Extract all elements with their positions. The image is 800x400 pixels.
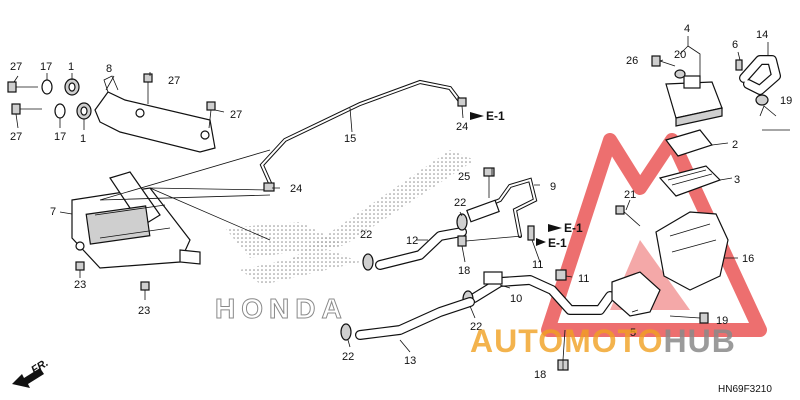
automotohub-watermark-part2: HUB [663, 323, 735, 359]
hose-12 [375, 227, 467, 270]
leader-lines [13, 36, 790, 370]
vent-tube-15 [259, 79, 464, 185]
callout-18-b: 18 [534, 369, 546, 381]
callout-labels: 27 17 1 27 17 1 8 27 27 7 23 23 15 24 24… [10, 23, 792, 381]
callout-25: 25 [458, 171, 470, 183]
filter-housing-4 [665, 75, 723, 127]
nut-23-left [75, 261, 85, 271]
valve-assembly-7 [71, 171, 201, 269]
callout-9: 9 [550, 181, 556, 193]
automotohub-watermark-part1: AUTOMOTO [470, 323, 663, 359]
callout-4: 4 [684, 23, 690, 35]
automotohub-watermark: AUTOMOTOHUB [470, 323, 736, 359]
callout-11-a: 11 [532, 259, 543, 271]
callout-19-a: 19 [780, 95, 792, 107]
callout-22-d: 22 [342, 351, 354, 363]
nut-23-right [140, 281, 150, 291]
front-direction-arrow [12, 368, 44, 388]
callout-7: 7 [50, 206, 56, 218]
callout-6: 6 [732, 39, 738, 51]
bolt-27-top [7, 81, 38, 93]
callout-18-a: 18 [458, 265, 470, 277]
reference-label-lower: E-1 [548, 236, 567, 250]
washer-17-bottom [54, 103, 66, 119]
callout-27-b: 27 [10, 131, 22, 143]
clip-24-lower [263, 182, 275, 192]
callout-27-a: 27 [10, 61, 22, 73]
honda-wing-watermark [225, 150, 475, 285]
grommet-1-top [64, 78, 80, 96]
clamp-22-joint [456, 213, 468, 231]
washer-20 [674, 69, 686, 79]
clamp-22-hose13 [340, 323, 352, 341]
hose-10 [469, 271, 615, 315]
screw-21 [615, 205, 641, 227]
callout-2: 2 [732, 139, 738, 151]
hose-13 [355, 297, 475, 340]
bolt-27-bracket-a [143, 73, 153, 104]
callout-11-b: 11 [578, 273, 589, 285]
callout-15: 15 [344, 133, 356, 145]
callout-17-b: 17 [54, 131, 66, 143]
bolt-18-joint [457, 235, 523, 247]
callout-20: 20 [674, 49, 686, 61]
callout-24-b: 24 [290, 183, 302, 195]
callout-23-b: 23 [138, 305, 150, 317]
grommet-1-bottom [76, 102, 92, 120]
callout-8: 8 [106, 63, 112, 75]
callout-17-a: 17 [40, 61, 52, 73]
callout-22-a: 22 [454, 197, 466, 209]
callout-1-a: 1 [68, 61, 74, 73]
reference-arrow-upper [470, 112, 484, 120]
callout-5: 5 [630, 327, 636, 339]
diagram-code: HN69F3210 [718, 384, 772, 395]
callout-12: 12 [406, 235, 418, 247]
clip-11-lower [555, 269, 567, 281]
reference-label-upper: E-1 [486, 109, 505, 123]
bolt-27-bracket-b [206, 101, 216, 129]
callout-10: 10 [510, 293, 522, 305]
reference-arrow-lower [536, 238, 546, 246]
clip-6 [735, 59, 743, 71]
callout-22-b: 22 [360, 229, 372, 241]
bracket-5 [611, 271, 661, 317]
reference-label-middle: E-1 [564, 221, 583, 235]
callout-13: 13 [404, 355, 416, 367]
bolt-19-lower [669, 312, 709, 324]
callout-14: 14 [756, 29, 768, 41]
callout-27-c: 27 [168, 75, 180, 87]
bolt-26 [651, 55, 676, 67]
callout-23-a: 23 [74, 279, 86, 291]
bracket-8 [94, 75, 216, 153]
clamp-22-hose12 [362, 253, 374, 271]
callout-24-a: 24 [456, 121, 468, 133]
hose-14 [739, 55, 781, 95]
washer-17-top [41, 79, 53, 95]
clip-24-upper [457, 97, 467, 107]
callout-21: 21 [624, 189, 636, 201]
callout-26: 26 [626, 55, 638, 67]
tube-9 [466, 177, 538, 238]
callout-1-b: 1 [80, 133, 86, 145]
callout-16: 16 [742, 253, 754, 265]
callout-3: 3 [734, 174, 740, 186]
reference-arrow-middle [548, 224, 562, 232]
bolt-25 [483, 167, 495, 198]
bolt-27-bottom [11, 103, 42, 115]
clip-11-upper [527, 225, 535, 241]
cover-3 [658, 165, 722, 197]
callout-27-d: 27 [230, 109, 242, 121]
clamp-19-upper [755, 94, 769, 106]
callout-22-c: 22 [470, 321, 482, 333]
honda-watermark: HONDA [215, 293, 348, 324]
callout-19-b: 19 [716, 315, 728, 327]
